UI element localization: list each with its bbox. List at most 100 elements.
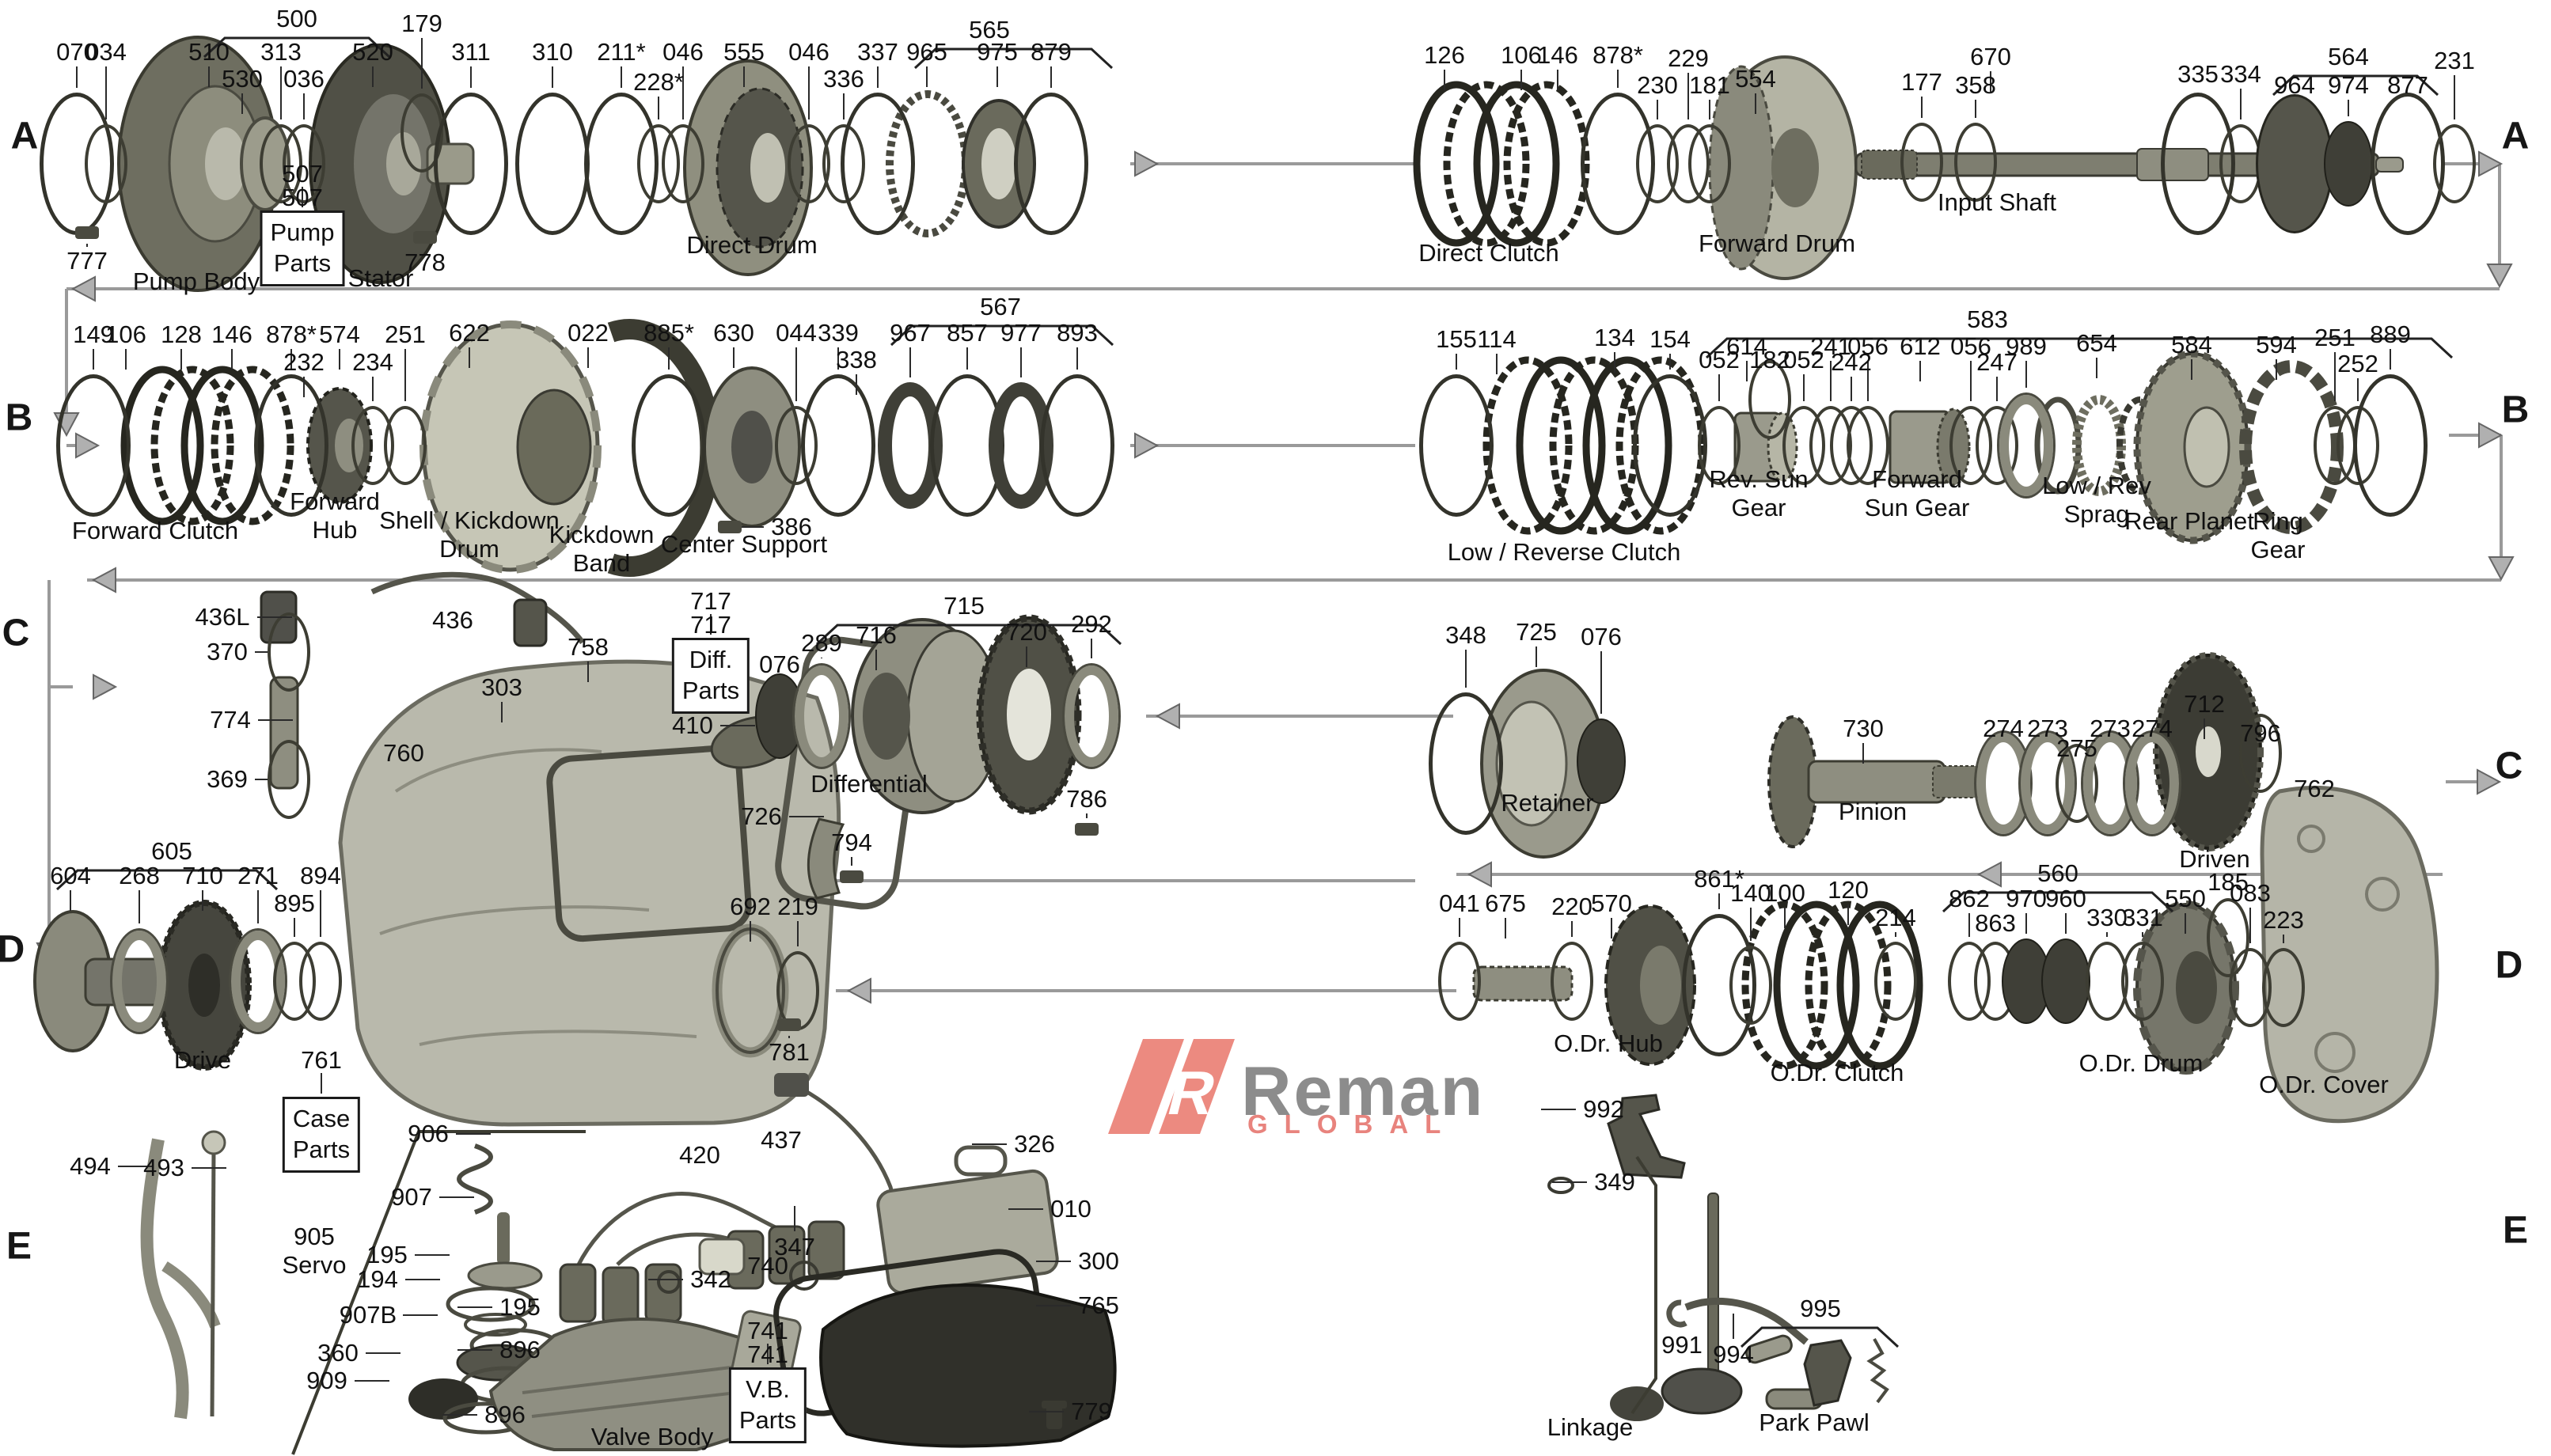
leader-line [2191,359,2192,380]
component-caption: Linkage [1547,1413,1634,1442]
component-caption: Low / Reverse Clutch [1448,538,1681,567]
part-label: 348 [1445,621,1486,649]
part-glyph [2433,124,2476,203]
part-label: 630 [713,319,754,347]
caption-line: O.Dr. Hub [1554,1029,1663,1057]
component-caption: Input Shaft [1938,188,2056,217]
caption-line: Sun Gear [1864,493,1970,521]
leader-line [255,651,268,653]
leader-line [926,66,928,87]
leader-line [76,66,78,88]
caption-line: Driven [2179,845,2250,873]
leader-line [1050,66,1052,88]
part-glyph [840,870,864,883]
part-label: 692 [730,893,771,920]
part-label: 106 [105,320,146,348]
group-label: 560 [2037,859,2078,887]
component-caption: Forward Drum [1699,229,1855,258]
part-label: 520 [352,38,393,66]
part-label: 436L [195,603,250,631]
leader-line [1709,100,1710,119]
leader-line [1505,918,1506,938]
part-label: 877 [2387,71,2428,99]
part-label: 994 [1713,1340,1754,1368]
leader-line [1536,646,1537,667]
leader-line [1968,913,1970,937]
part-label: 134 [1594,324,1635,351]
part-label: 970 [2006,885,2047,912]
part-label: 895 [274,889,315,917]
part-glyph [718,521,742,533]
row-letter-E: E [6,1225,32,1268]
leader-line [1867,361,1869,401]
leader-line [1611,918,1612,938]
part-label: 347 [774,1233,815,1261]
leader-line [258,719,293,721]
row-letter-A: A [2501,115,2530,157]
part-label: 760 [383,739,424,767]
leader-line [1444,70,1445,90]
part-label: 275 [2056,734,2097,762]
leader-line [1600,651,1602,714]
part-label: 507 [282,184,323,211]
part-label: 300 [1078,1247,1119,1275]
leader-line [180,349,182,370]
part-glyph [2262,948,2305,1027]
leader-line [321,1073,322,1094]
parts-box-line: Case [292,1105,351,1132]
part-label: 219 [777,893,818,920]
part-label: 114 [1477,325,1517,353]
part-label: 228* [633,68,684,96]
part-label: 386 [771,513,812,540]
caption-line: Kickdown [549,521,655,548]
component-caption: Driven [2179,845,2250,874]
leader-line [2240,89,2242,119]
part-label: 594 [2256,331,2297,358]
leader-line [257,890,259,923]
part-label: 906 [408,1120,449,1147]
parts-box-line: V.B. [746,1375,790,1403]
caption-line: O.Dr. Clutch [1770,1059,1904,1086]
leader-line [93,349,94,370]
leader-line [2025,361,2027,388]
part-label: 146 [1537,41,1578,69]
leader-line [139,890,140,923]
row-e-art [140,1073,1889,1455]
part-glyph [1419,374,1494,517]
caption-line: Forward Drum [1698,229,1856,257]
leader-line [1029,1411,1064,1412]
part-label: 349 [1594,1168,1635,1196]
leader-line [743,66,745,87]
row-letter-E: E [2502,1209,2529,1252]
part-glyph [1688,124,1731,203]
part-label: 574 [319,320,360,348]
caption-line: Direct Clutch [1418,239,1559,267]
leader-line [241,93,243,114]
row-letter-D: D [0,928,25,971]
part-label: 331 [2122,904,2163,931]
leader-line [877,66,879,88]
leader-line [668,347,670,370]
leader-line [421,38,423,89]
part-label: 010 [1050,1195,1091,1223]
part-glyph [2207,898,2249,977]
component-caption: Retainer [1501,789,1593,817]
leader-line [1541,1109,1576,1110]
part-label: 076 [759,650,800,678]
part-label: 878* [1592,41,1643,69]
part-label: 336 [823,65,864,93]
component-caption: Differential [810,770,928,798]
leader-line [303,93,305,119]
leader-line [1020,347,1022,377]
component-caption: Forward Clutch [72,517,238,545]
part-label: 220 [1551,893,1592,920]
part-label: 229 [1668,44,1709,72]
caption-line: O.Dr. Cover [2259,1071,2389,1098]
leader-line [710,614,712,635]
leader-line [192,1167,226,1169]
part-glyph [1636,124,1679,203]
leader-line [1755,93,1756,114]
